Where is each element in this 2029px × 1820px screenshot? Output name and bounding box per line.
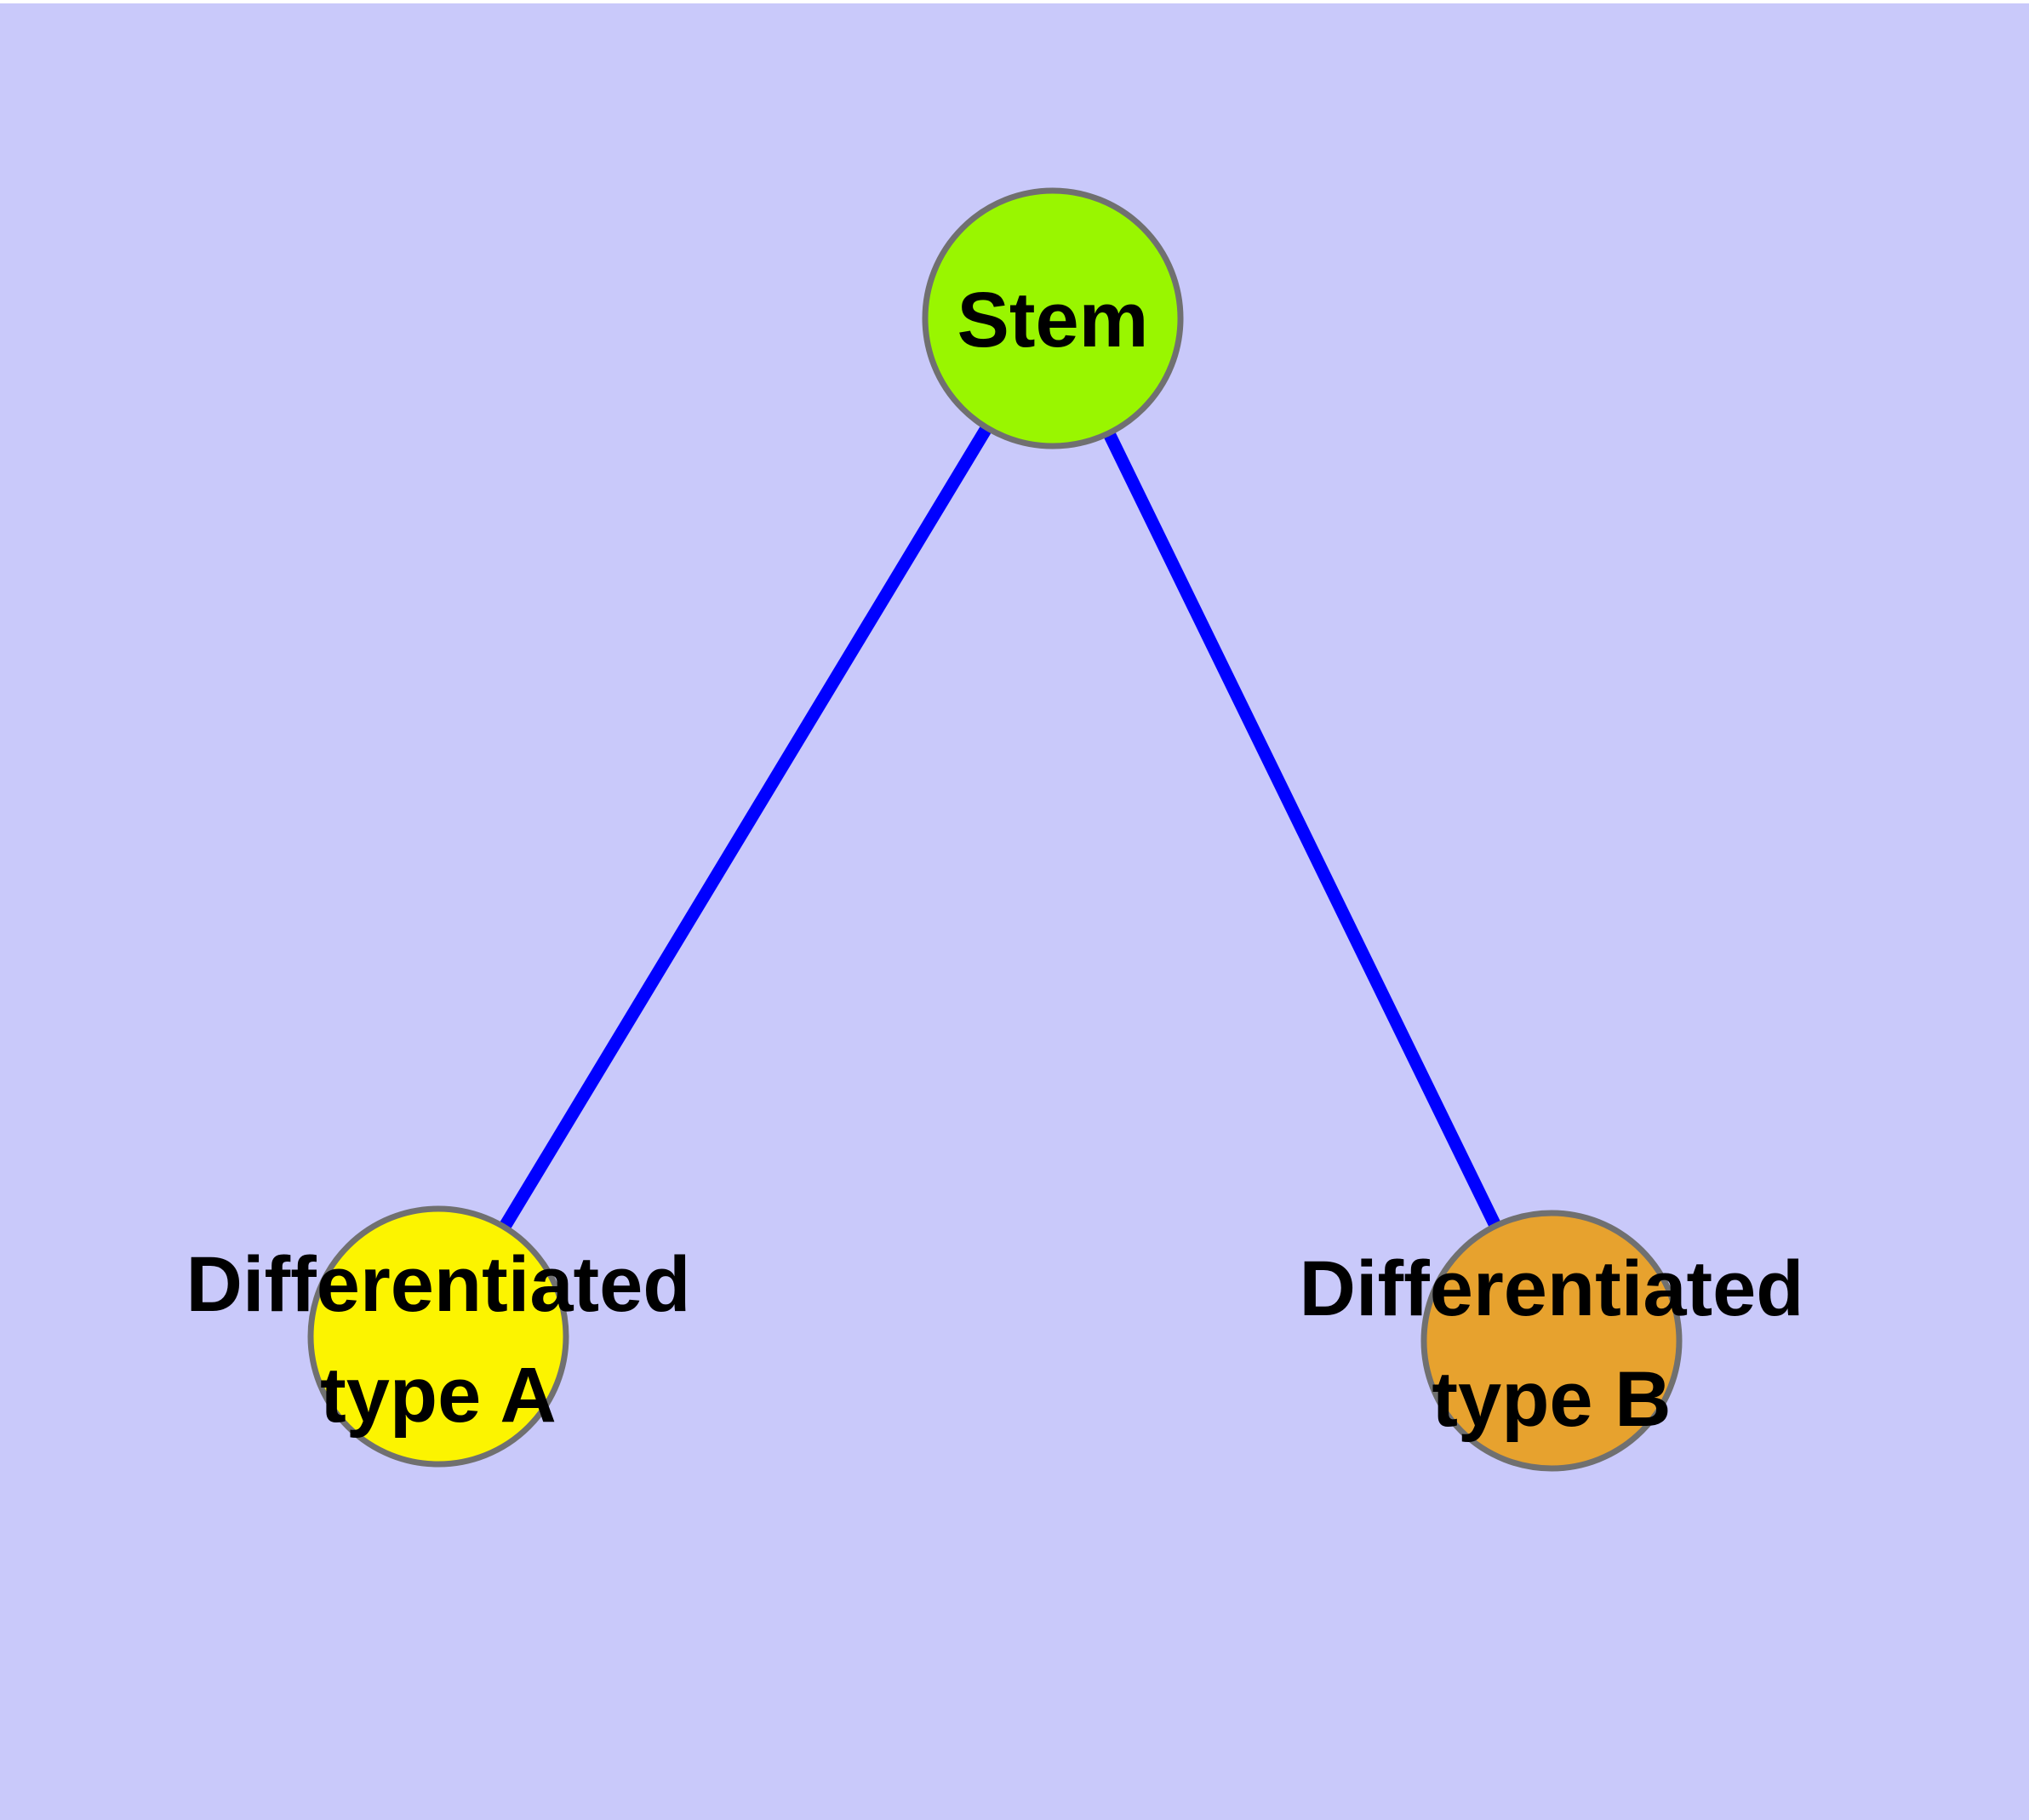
edge-stem-to-type-a xyxy=(432,315,1059,1340)
node-type-b-label-line1: Differentiated xyxy=(1300,1245,1804,1332)
node-stem-circle xyxy=(922,187,1184,449)
top-edge-strip xyxy=(0,0,2029,3)
edge-stem-to-type-b xyxy=(1047,315,1557,1344)
node-type-a-circle xyxy=(307,1205,569,1468)
node-type-a-label-line2: type A xyxy=(320,1352,557,1439)
node-stem-label: Stem xyxy=(957,277,1149,363)
node-type-a-label-line1: Differentiated xyxy=(186,1241,691,1328)
node-type-b-label-line2: type B xyxy=(1432,1356,1671,1443)
node-type-b-circle xyxy=(1420,1210,1683,1472)
